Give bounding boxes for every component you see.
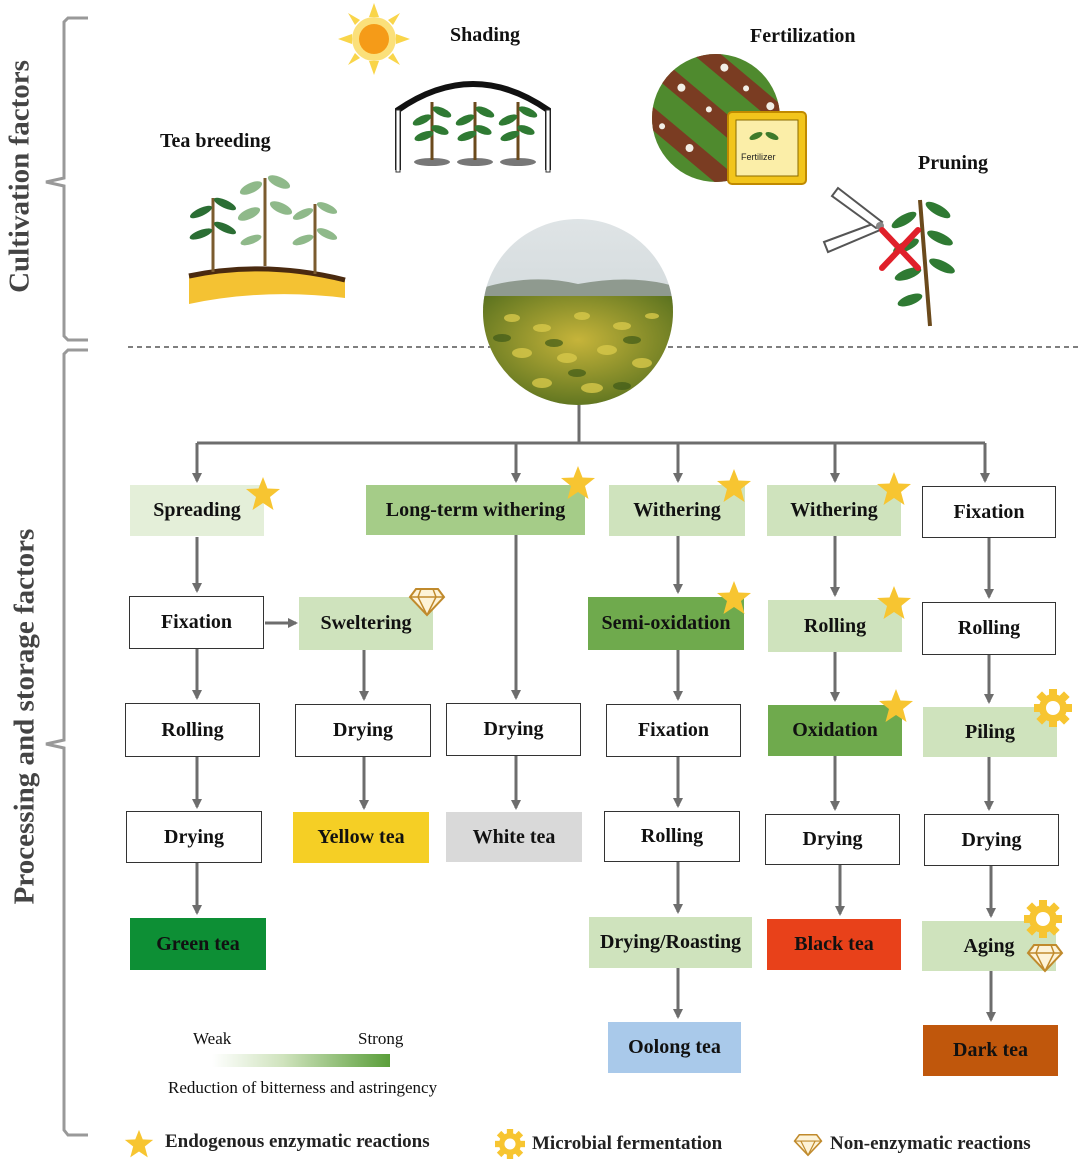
gear-icon xyxy=(495,1129,525,1159)
star-icon xyxy=(246,477,280,510)
pruning-icon xyxy=(822,186,955,327)
black-rolling-step: Rolling xyxy=(768,600,902,652)
star-icon xyxy=(877,472,911,505)
diamond-icon xyxy=(1026,944,1064,973)
dark-drying-step: Drying xyxy=(924,814,1059,866)
green-fixation-step: Fixation xyxy=(129,596,264,649)
dark-rolling-step: Rolling xyxy=(922,602,1056,655)
strong-label: Strong xyxy=(358,1029,404,1048)
sun-icon xyxy=(338,3,410,75)
processing-factors-label: Processing and storage factors xyxy=(8,528,41,905)
bitterness-gradient-bar xyxy=(212,1054,390,1067)
gear-icon xyxy=(1034,689,1072,727)
cultivation-factors-label: Cultivation factors xyxy=(3,60,36,293)
fertilizer-bag-label: Fertilizer xyxy=(741,152,776,162)
piling-step: Piling xyxy=(923,707,1057,757)
tea-plantation-photo xyxy=(483,219,673,405)
semi-oxidation-step: Semi-oxidation xyxy=(588,597,744,650)
legend-microbial-label: Microbial fermentation xyxy=(532,1133,723,1154)
gradient-caption: Reduction of bitterness and astringency xyxy=(168,1078,438,1097)
sweltering-step: Sweltering xyxy=(299,597,433,650)
white-tea-product: White tea xyxy=(446,812,582,862)
oolong-rolling-step: Rolling xyxy=(604,811,740,862)
spreading-step: Spreading xyxy=(130,485,264,536)
pruning-title: Pruning xyxy=(918,152,989,174)
star-icon xyxy=(717,581,751,614)
green-drying-step: Drying xyxy=(126,811,262,863)
oxidation-step: Oxidation xyxy=(768,705,902,756)
yellow-tea-product: Yellow tea xyxy=(293,812,429,863)
star-icon xyxy=(124,1129,154,1158)
star-icon xyxy=(877,586,911,619)
diamond-icon xyxy=(793,1133,823,1157)
fertilization-field-icon: Fertilizer xyxy=(652,54,807,185)
oolong-tea-product: Oolong tea xyxy=(608,1022,741,1073)
gear-icon xyxy=(1024,900,1062,938)
black-drying-step: Drying xyxy=(765,814,900,865)
oolong-fixation-step: Fixation xyxy=(606,704,741,757)
long-term-withering-step: Long-term withering xyxy=(366,485,585,535)
fertilization-title: Fertilization xyxy=(750,25,856,47)
drying-roasting-step: Drying/Roasting xyxy=(589,917,752,968)
tea-breeding-title: Tea breeding xyxy=(160,130,271,152)
star-icon xyxy=(879,689,913,722)
shading-greenhouse-icon xyxy=(395,81,551,173)
tea-breeding-icon xyxy=(188,175,346,304)
cultivation-bracket xyxy=(45,16,88,342)
star-icon xyxy=(561,466,595,499)
star-icon xyxy=(717,469,751,502)
yellow-drying-step: Drying xyxy=(295,704,431,757)
white-drying-step: Drying xyxy=(446,703,581,756)
shading-title: Shading xyxy=(450,24,521,46)
green-rolling-step: Rolling xyxy=(125,703,260,757)
black-tea-product: Black tea xyxy=(767,919,901,970)
diamond-icon xyxy=(408,588,446,617)
processing-bracket xyxy=(45,348,88,1137)
legend-nonenzymatic-label: Non-enzymatic reactions xyxy=(830,1133,1031,1154)
black-withering-step: Withering xyxy=(767,485,901,536)
legend-endogenous-label: Endogenous enzymatic reactions xyxy=(165,1131,430,1152)
weak-label: Weak xyxy=(193,1029,232,1048)
dark-tea-product: Dark tea xyxy=(923,1025,1058,1076)
oolong-withering-step: Withering xyxy=(609,485,745,536)
dark-fixation-step: Fixation xyxy=(922,486,1056,538)
green-tea-product: Green tea xyxy=(130,918,266,970)
